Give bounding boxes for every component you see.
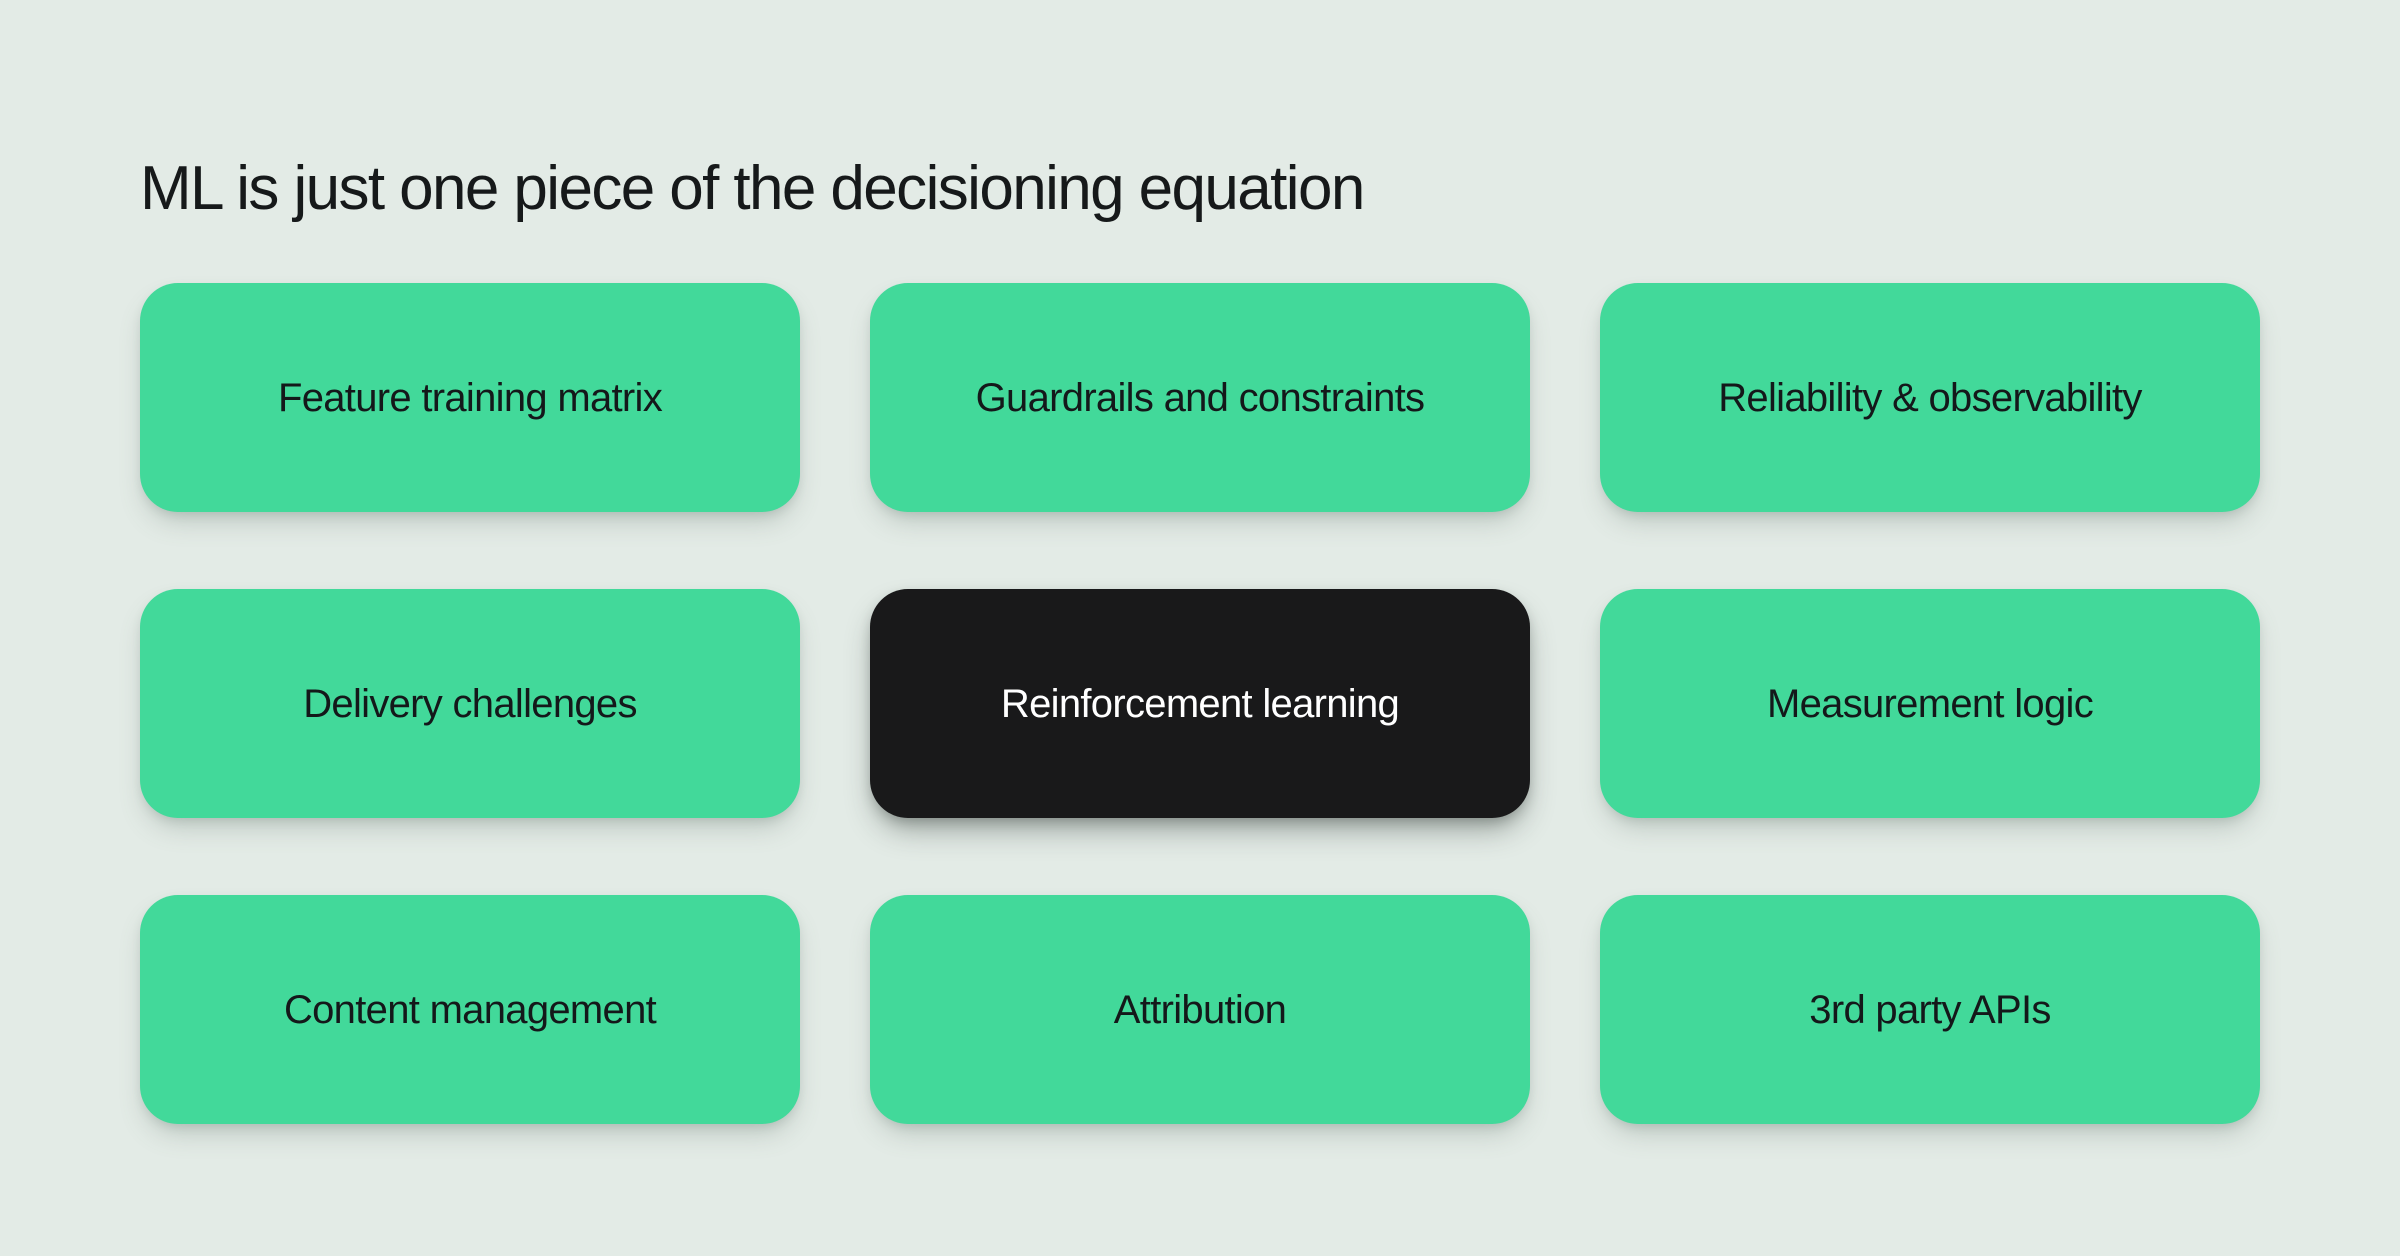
capability-card-reinforcement-learning[interactable]: Reinforcement learning [870,589,1530,818]
capability-card-measurement-logic[interactable]: Measurement logic [1600,589,2260,818]
capability-card-attribution[interactable]: Attribution [870,895,1530,1124]
card-label: Measurement logic [1766,681,2094,726]
capability-card-delivery-challenges[interactable]: Delivery challenges [140,589,800,818]
card-label: Delivery challenges [303,681,637,726]
card-label: Guardrails and constraints [975,375,1425,420]
capability-card-3rd-party-apis[interactable]: 3rd party APIs [1600,895,2260,1124]
capability-card-feature-training-matrix[interactable]: Feature training matrix [140,283,800,512]
capability-card-grid: Feature training matrix Guardrails and c… [140,283,2260,1124]
card-label: Reliability & observability [1718,375,2142,420]
capability-card-guardrails-and-constraints[interactable]: Guardrails and constraints [870,283,1530,512]
card-label: Content management [283,987,657,1032]
card-label: Reinforcement learning [1000,681,1400,726]
card-label: Attribution [1113,987,1287,1032]
capability-card-content-management[interactable]: Content management [140,895,800,1124]
card-label: 3rd party APIs [1809,987,2051,1032]
card-label: Feature training matrix [277,375,663,420]
capability-card-reliability-observability[interactable]: Reliability & observability [1600,283,2260,512]
page-title: ML is just one piece of the decisioning … [140,153,1365,223]
